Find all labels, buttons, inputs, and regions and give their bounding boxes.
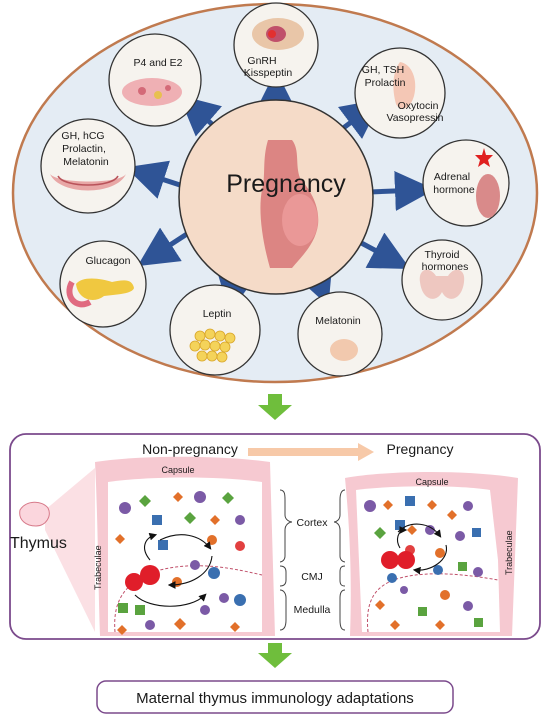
label-capsule-right: Capsule [415, 477, 448, 487]
label-adrenal-2: hormone [433, 184, 475, 196]
caption-box [96, 680, 454, 714]
label-trabeculae-left: Trabeculae [93, 545, 103, 590]
label-thymus: Thymus [10, 535, 67, 552]
label-adrenal-1: Adrenal [434, 171, 470, 183]
label-non-pregnancy: Non-pregnancy [142, 441, 238, 457]
down-arrow-2 [258, 643, 292, 668]
label-gh-tsh: GH, TSH [362, 64, 404, 76]
label-medulla: Medulla [294, 604, 331, 616]
placenta-icon [50, 174, 126, 191]
adipose-circle [169, 284, 261, 376]
pineal-circle [297, 291, 383, 377]
caption-text: Maternal thymus immunology adaptations [136, 690, 414, 707]
label-prolactin-pit: Prolactin [365, 77, 406, 89]
kidney-icon [476, 174, 500, 218]
label-glucagon: Glucagon [86, 255, 131, 267]
cells-non-pregnancy [115, 491, 246, 635]
label-oxytocin: Oxytocin [398, 100, 439, 112]
pregnancy-hormone-panel: Pregnancy P4 and E2 GnRH Kisspeptin GH, … [11, 2, 539, 384]
thyroid-icon [419, 269, 465, 299]
label-placenta-3: Melatonin [63, 156, 109, 168]
womb-shape [282, 194, 318, 246]
down-arrow-1 [258, 394, 292, 420]
thymus-panel: Non-pregnancy Pregnancy Thymus Capsule T… [9, 433, 541, 640]
placenta-circle [40, 118, 136, 214]
label-leptin: Leptin [203, 308, 232, 320]
transition-arrow [248, 443, 374, 461]
label-capsule-left: Capsule [161, 465, 194, 475]
pineal-icon [330, 339, 358, 361]
label-placenta-2: Prolactin, [62, 143, 106, 155]
pituitary-icon [393, 62, 416, 109]
label-gnrh: GnRH [247, 55, 276, 67]
adipose-icon [189, 328, 236, 363]
thymus-icon [19, 501, 50, 527]
label-pregnancy: Pregnancy [387, 441, 454, 457]
cells-pregnancy [364, 496, 483, 630]
label-p4-e2: P4 and E2 [133, 57, 182, 69]
ovary-icon [122, 78, 182, 106]
zone-brackets [279, 489, 346, 631]
label-placenta-1: GH, hCG [61, 130, 104, 142]
label-thyroid-1: Thyroid [424, 249, 459, 261]
label-melatonin: Melatonin [315, 315, 361, 327]
label-trabeculae-right: Trabeculae [504, 530, 514, 575]
migration-arrows-left [134, 532, 213, 607]
medulla-boundary-right [366, 573, 499, 633]
migration-arrows-right [396, 523, 447, 575]
label-thyroid-2: hormones [422, 261, 469, 273]
label-cortex: Cortex [297, 517, 329, 529]
label-vasopressin: Vasopressin [386, 112, 443, 124]
label-kisspeptin: Kisspeptin [244, 67, 293, 79]
label-cmj: CMJ [301, 571, 323, 583]
pancreas-icon [76, 278, 134, 300]
star-icon [475, 148, 493, 167]
center-label: Pregnancy [226, 170, 346, 198]
thymus-funnel [45, 468, 95, 632]
